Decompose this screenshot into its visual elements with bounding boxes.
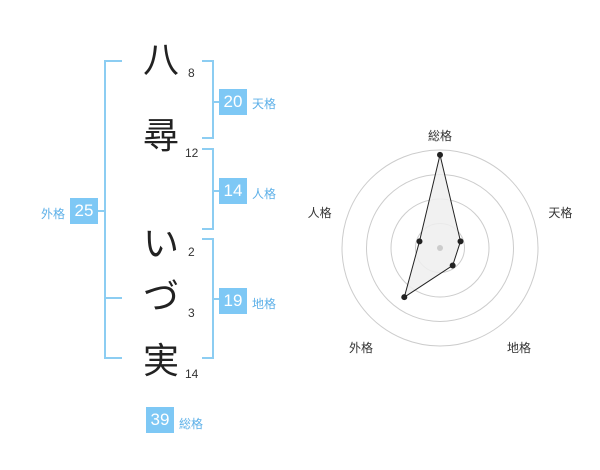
radar-point xyxy=(457,238,464,245)
soukaku-badge: 39 xyxy=(146,407,174,433)
stroke-count-4: 3 xyxy=(188,306,195,320)
gaikaku-label: 外格 xyxy=(41,207,66,221)
name-char-1: 八 xyxy=(143,40,180,81)
name-char-2: 尋 xyxy=(143,116,180,157)
radar-axis-label-tenkaku: 天格 xyxy=(548,205,572,220)
soukaku-label: 総格 xyxy=(179,417,204,431)
gaikaku-bracket-divider xyxy=(104,297,122,299)
radar-ring xyxy=(341,149,539,347)
gaikaku-bracket xyxy=(104,60,122,359)
name-char-5: 実 xyxy=(143,341,180,382)
radar-points xyxy=(401,151,464,301)
name-char-3: い xyxy=(143,224,180,265)
chikaku-bracket-pointer xyxy=(214,298,220,300)
jinkaku-bracket xyxy=(202,148,214,230)
tenkaku-bracket-pointer xyxy=(214,101,220,103)
stroke-count-5: 14 xyxy=(185,367,199,381)
radar-point xyxy=(416,238,423,245)
chikaku-badge: 19 xyxy=(219,288,247,314)
stroke-count-1: 8 xyxy=(188,66,195,80)
radar-chart: 総格 天格 地格 外格 人格 xyxy=(308,128,573,355)
tenkaku-label: 天格 xyxy=(252,97,277,111)
tenkaku-bracket xyxy=(202,60,214,139)
gaikaku-bracket-pointer xyxy=(96,210,105,212)
radar-point xyxy=(449,262,456,269)
stroke-count-2: 12 xyxy=(185,146,199,160)
chikaku-label: 地格 xyxy=(252,297,277,311)
radar-point xyxy=(401,294,408,301)
stroke-count-3: 2 xyxy=(188,245,195,259)
radar-axis-label-soukaku: 総格 xyxy=(428,128,452,143)
radar-point xyxy=(437,151,443,158)
tenkaku-badge: 20 xyxy=(219,89,247,115)
radar-center-dot xyxy=(437,245,443,251)
jinkaku-label: 人格 xyxy=(252,187,277,201)
gaikaku-badge: 25 xyxy=(70,198,98,224)
radar-axis-label-jinkaku: 人格 xyxy=(308,205,332,220)
jinkaku-badge: 14 xyxy=(219,178,247,204)
name-char-4: づ xyxy=(143,277,180,318)
radar-axis-label-chikaku: 地格 xyxy=(507,340,531,355)
radar-axis-label-gaikaku: 外格 xyxy=(349,340,373,355)
radar-value-shape xyxy=(403,154,462,299)
jinkaku-bracket-pointer xyxy=(214,190,220,192)
chikaku-bracket xyxy=(202,238,214,359)
